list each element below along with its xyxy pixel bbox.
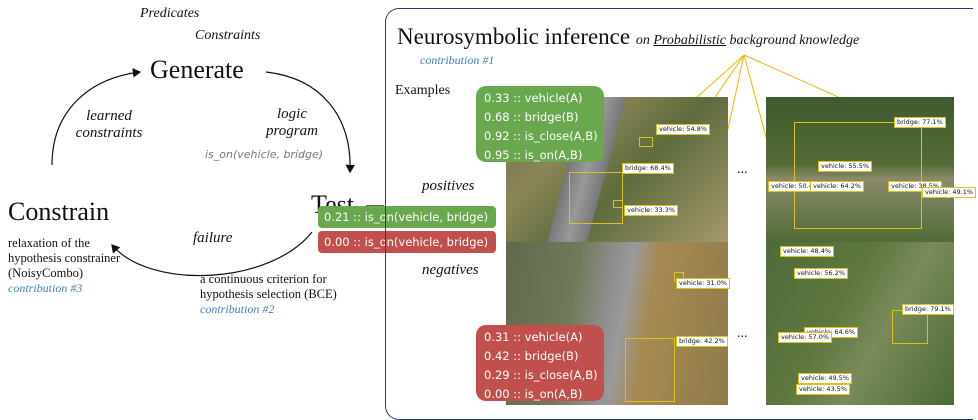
logic-program-line-1: logic [277,106,307,122]
positive-image-2: bridge: 77.1% vehicle: 55.5% vehicle: 50… [766,97,977,246]
fact-bridge: 0.68 :: bridge(B) [484,110,579,124]
vehicle-label-2: vehicle: 33.3% [624,205,679,216]
contribution-1: contribution #1 [420,53,495,67]
fact-is-on: 0.95 :: is_on(A,B) [484,148,583,162]
learned-constraints-line-1: learned [86,108,132,124]
learned-constraints-label: learned constraints [74,108,144,142]
vehicle-label: vehicle: 49.5% [798,373,853,384]
negative-image-2: vehicle: 48.4% vehicle: 56.2% bridge: 79… [766,242,954,405]
panel-title: Neurosymbolic inference on Probabilistic… [397,24,859,50]
vehicle-label-1: vehicle: 54.8% [656,124,711,135]
bridge-box [569,172,623,224]
vehicle-label: vehicle: 64.2% [810,181,865,192]
subtitle-prefix: on [635,33,650,48]
bridge-label: bridge: 79.1% [902,304,954,315]
relaxation-line-3: (NoisyCombo) [8,266,83,280]
vehicle-label: vehicle: 49.1% [922,187,977,198]
fact-is-close: 0.92 :: is_close(A,B) [484,129,598,143]
arrow-generate-to-test [265,71,356,174]
generate-node: Generate [150,55,244,84]
arrow-test-to-constrain [111,231,313,277]
criterion-note: a continuous criterion for hypothesis se… [200,272,337,317]
arrow-constrain-to-generate [51,68,142,166]
fact-bridge: 0.42 :: bridge(B) [484,349,579,363]
fact-is-on: 0.00 :: is_on(A,B) [484,387,583,401]
ellipsis-top: ... [737,162,748,177]
ellipsis-bottom: ... [737,326,748,341]
vehicle-label: vehicle: 31.0% [676,278,731,289]
program-example: is_on(vehicle, bridge) [205,148,324,161]
vehicle-label: vehicle: 57.0% [778,332,833,343]
panel-subtitle: on Probabilistic background knowledge [636,33,859,48]
bridge-label: bridge: 42.2% [676,336,728,347]
bridge-label: bridge: 68.4% [622,163,674,174]
bridge-label: bridge: 77.1% [894,117,946,128]
subtitle-probabilistic: Probabilistic [653,33,726,48]
fact-vehicle: 0.33 :: vehicle(A) [484,91,583,105]
positive-facts-box: 0.33 :: vehicle(A) 0.68 :: bridge(B) 0.9… [476,86,604,162]
score-negative: 0.00 :: is_on(vehicle, bridge) [318,231,496,253]
contribution-2: contribution #2 [200,302,275,316]
failure-label: failure [193,230,233,246]
positives-label: positives [422,178,475,194]
learned-constraints-line-2: constraints [75,125,143,141]
contribution-3: contribution #3 [8,281,83,295]
vehicle-label: vehicle: 43.5% [796,384,851,395]
constrain-node: Constrain [8,197,110,226]
criterion-line-2: hypothesis selection (BCE) [200,287,337,301]
negatives-label: negatives [422,262,479,278]
bridge-box [625,338,675,402]
bridge-box [892,310,928,344]
subtitle-suffix: background knowledge [729,33,860,48]
logic-program-line-2: program [266,123,318,139]
vehicle-label: vehicle: 55.5% [818,161,873,172]
vehicle-label: vehicle: 48.4% [780,246,835,257]
predicates-label: Predicates [140,6,200,21]
relaxation-line-1: relaxation of the [8,236,90,250]
vehicle-box-2 [613,200,623,208]
score-positive: 0.21 :: is_on(vehicle, bridge) [318,206,496,228]
vehicle-label: vehicle: 38.5% [888,181,943,192]
logic-program-label: logic program [262,106,322,140]
relaxation-note: relaxation of the hypothesis constrainer… [8,236,120,296]
panel-title-text: Neurosymbolic inference [397,24,631,49]
examples-label: Examples [395,83,451,98]
negative-facts-box: 0.31 :: vehicle(A) 0.42 :: bridge(B) 0.2… [476,325,604,401]
vehicle-box-1 [639,137,653,147]
bridge-box [794,122,922,229]
fact-vehicle: 0.31 :: vehicle(A) [484,330,583,344]
relaxation-line-2: hypothesis constrainer [8,251,121,265]
vehicle-label: vehicle: 56.2% [794,268,849,279]
criterion-line-1: a continuous criterion for [200,272,327,286]
constraints-label: Constraints [195,28,261,43]
fact-is-close: 0.29 :: is_close(A,B) [484,368,598,382]
